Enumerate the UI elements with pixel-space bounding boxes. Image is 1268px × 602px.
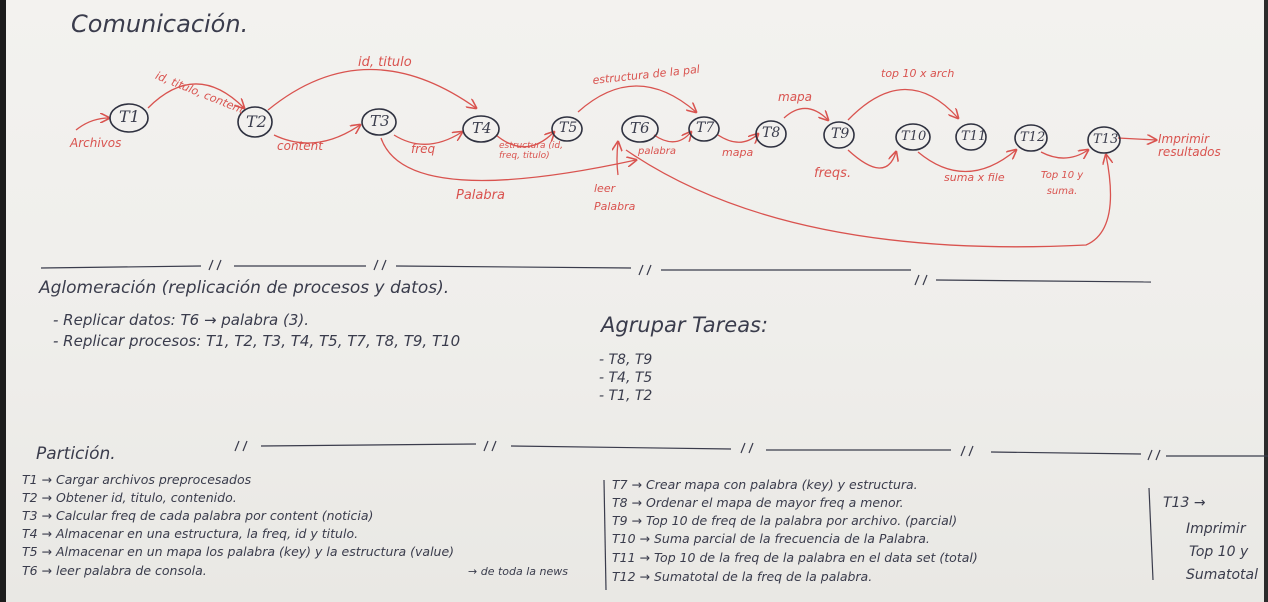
particion-t13-line: Imprimir: [1186, 521, 1246, 537]
node-circle-t8: [755, 120, 787, 148]
node-t6: T6: [630, 119, 650, 137]
particion-right-item: T7 → Crear mapa con palabra (key) y estr…: [612, 477, 918, 492]
node-circle-t9: [823, 121, 855, 149]
agrupar-item: - T8, T9: [599, 352, 653, 368]
comunicacion-title: Comunicación.: [71, 10, 249, 38]
communication-diagram: [40, 68, 1268, 591]
label-mapa-t8-t9: mapa: [778, 90, 813, 104]
label-leer-palabra: leer Palabra: [594, 182, 636, 213]
node-circle-t13: [1087, 126, 1121, 154]
label-palabra: Palabra: [456, 188, 505, 203]
node-circle-t7: [688, 116, 720, 142]
node-circle-t1: [109, 103, 149, 133]
node-circle-t5: [551, 116, 583, 142]
particion-left-extra: → de toda la news: [468, 565, 568, 578]
particion-left-item: T1 → Cargar archivos preprocesados: [22, 472, 252, 487]
node-t13: T13: [1093, 132, 1119, 147]
node-t12: T12: [1020, 130, 1046, 145]
node-t3: T3: [370, 112, 390, 130]
node-t9: T9: [831, 126, 850, 142]
slash-marks: [208, 259, 1161, 461]
label-freqs: freqs.: [814, 166, 852, 181]
node-circle-t10: [895, 123, 931, 151]
node-t1: T1: [119, 107, 140, 126]
aglomeracion-item: - Replicar datos: T6 → palabra (3).: [53, 311, 310, 329]
label-archivos: Archivos: [70, 136, 122, 150]
node-circle-t11: [955, 123, 987, 151]
label-top10-arch: top 10 x arch: [881, 67, 955, 80]
particion-left-item: T2 → Obtener id, titulo, contenido.: [22, 490, 237, 505]
particion-title: Partición.: [36, 444, 116, 464]
node-circle-t3: [361, 108, 397, 136]
node-t10: T10: [901, 129, 927, 144]
node-circle-t12: [1014, 124, 1048, 152]
node-t5: T5: [559, 120, 578, 136]
particion-left-item: T5 → Almacenar en un mapa los palabra (k…: [22, 544, 455, 559]
aglomeracion-title: Aglomeración (replicación de procesos y …: [39, 278, 450, 298]
particion-left-item: T4 → Almacenar en una estructura, la fre…: [22, 526, 359, 541]
particion-left-item: T6 → leer palabra de consola.: [22, 563, 207, 578]
agrupar-item: - T4, T5: [599, 370, 653, 386]
label-imprimir-resultados: Imprimir resultados: [1158, 132, 1221, 160]
node-circle-t6: [621, 115, 659, 143]
label-top10-y-suma: Top 10 y suma.: [1040, 170, 1084, 197]
particion-right-item: T12 → Sumatotal de la freq de la palabra…: [612, 569, 873, 584]
node-t11: T11: [961, 129, 987, 144]
particion-t13-line: T13 →: [1163, 495, 1206, 511]
node-t7: T7: [696, 120, 715, 136]
particion-t13-line: Sumatotal: [1186, 567, 1258, 583]
label-estructura: estructura (id, freq, titulo): [499, 141, 564, 161]
label-suma-x-file: suma x file: [944, 171, 1005, 184]
particion-right-item: T9 → Top 10 de freq de la palabra por ar…: [612, 513, 958, 528]
particion-left-item: T3 → Calcular freq de cada palabra por c…: [22, 508, 374, 523]
node-t8: T8: [762, 125, 781, 141]
node-t4: T4: [472, 119, 492, 137]
label-mapa-t7-t8: mapa: [722, 146, 754, 159]
particion-right-item: T8 → Ordenar el mapa de mayor freq a men…: [612, 495, 904, 510]
label-id-titulo: id, titulo: [358, 55, 412, 70]
agrupar-title: Agrupar Tareas:: [601, 313, 769, 337]
label-content: content: [277, 139, 323, 153]
agrupar-item: - T1, T2: [599, 388, 653, 404]
node-circle-t4: [462, 115, 500, 143]
node-t2: T2: [246, 112, 267, 131]
particion-t13-line: Top 10 y: [1189, 544, 1249, 560]
aglomeracion-item: - Replicar procesos: T1, T2, T3, T4, T5,…: [53, 332, 461, 350]
particion-right-item: T10 → Suma parcial de la frecuencia de l…: [612, 531, 930, 546]
label-freq: freq: [411, 142, 436, 156]
particion-right-item: T11 → Top 10 de la freq de la palabra en…: [612, 550, 978, 565]
node-circles: [109, 103, 1121, 154]
node-circle-t2: [237, 106, 273, 138]
divider-lines: [40, 265, 1268, 591]
red-arrows: [75, 68, 1156, 248]
label-palabra-t6-t7: palabra: [638, 146, 676, 157]
